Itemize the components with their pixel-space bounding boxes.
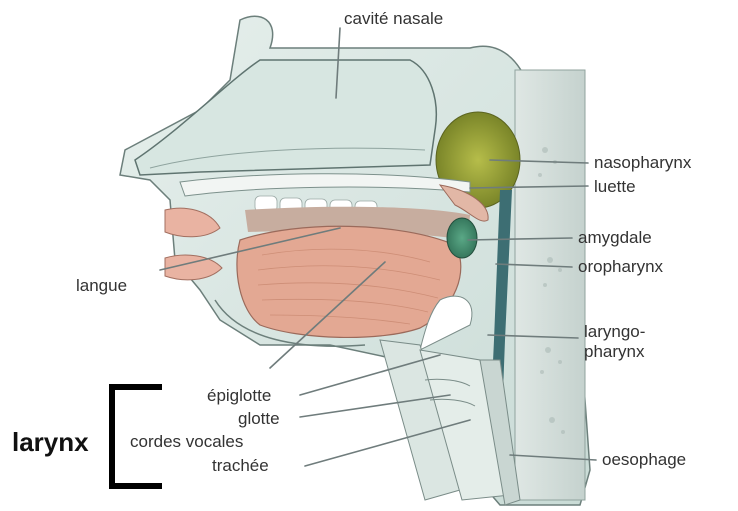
label-glotte: glotte bbox=[238, 410, 280, 428]
tongue bbox=[237, 226, 461, 337]
tonsil bbox=[447, 218, 477, 258]
label-oesophage: oesophage bbox=[602, 451, 686, 469]
label-nasopharynx: nasopharynx bbox=[594, 154, 691, 172]
label-cordes-vocales: cordes vocales bbox=[130, 433, 243, 451]
label-cavite-nasale: cavité nasale bbox=[344, 10, 443, 28]
label-langue: langue bbox=[76, 277, 127, 295]
nasal-cavity bbox=[135, 60, 436, 175]
label-larynx: larynx bbox=[12, 428, 89, 456]
spine bbox=[515, 70, 585, 500]
label-epiglotte: épiglotte bbox=[207, 387, 271, 405]
label-laryngopharynx-line1: laryngo- bbox=[584, 322, 645, 342]
label-amygdale: amygdale bbox=[578, 229, 652, 247]
label-laryngopharynx-line2: pharynx bbox=[584, 342, 644, 362]
label-luette: luette bbox=[594, 178, 636, 196]
label-oropharynx: oropharynx bbox=[578, 258, 663, 276]
label-trachee: trachée bbox=[212, 457, 269, 475]
